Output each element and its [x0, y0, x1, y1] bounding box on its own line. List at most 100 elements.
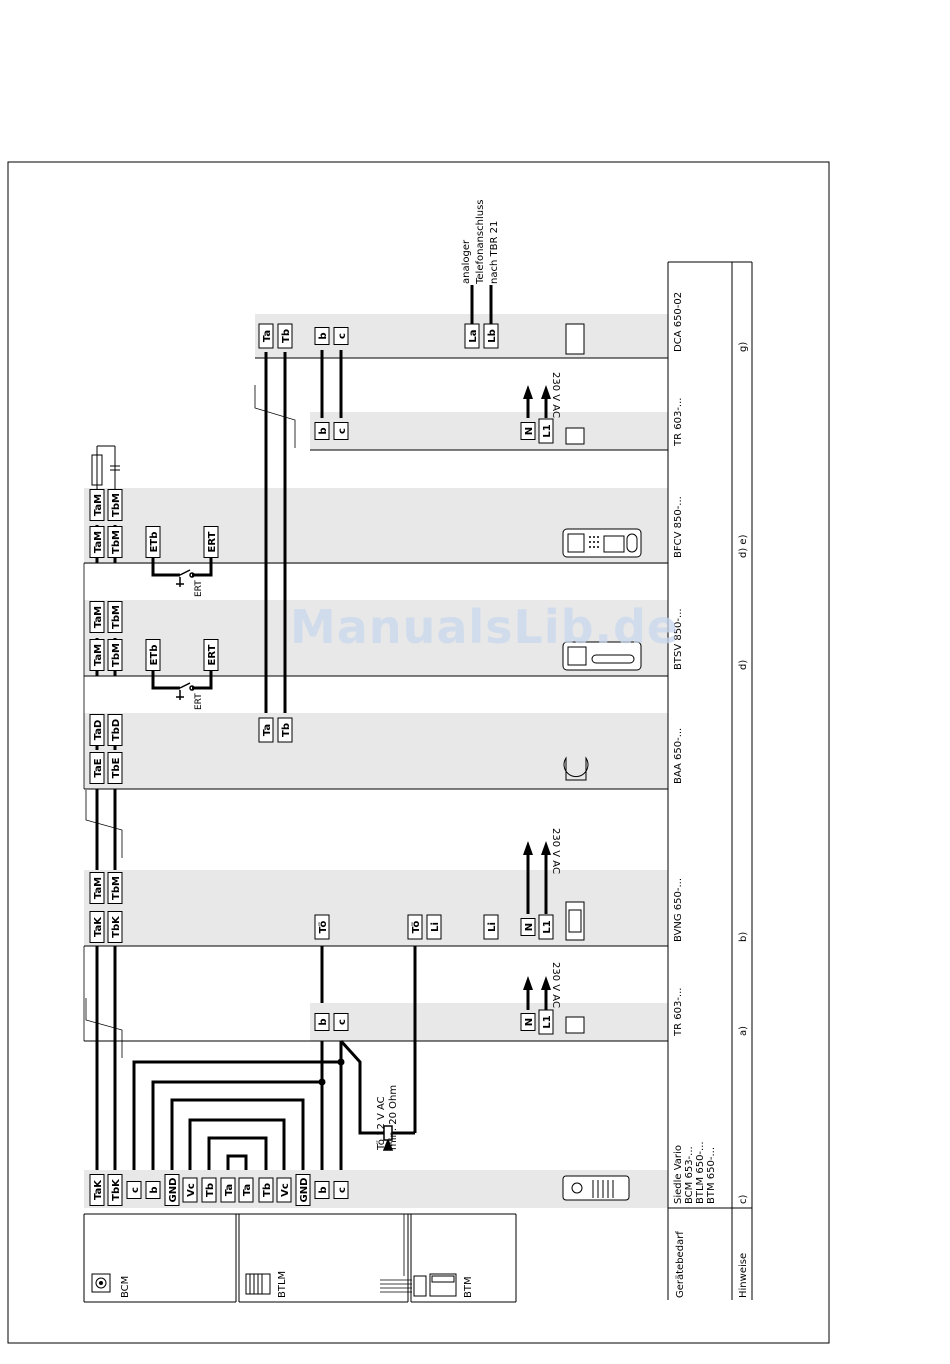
terminal-box [107, 526, 123, 558]
col-c-model-3: BTM 650-... [706, 1147, 717, 1204]
terminal-label: c [337, 333, 348, 339]
power-arrows [523, 385, 551, 990]
terminal-label: TaE [93, 758, 104, 777]
terminal-box [538, 1009, 554, 1035]
terminal-box [258, 717, 274, 743]
bvng-icon [565, 901, 585, 941]
col-c-model-2: BTLM 650-... [695, 1141, 706, 1204]
terminal-box [107, 911, 123, 943]
to-label-1: Tö 12 V AC [376, 1096, 387, 1151]
watermark: ManualsLib.de [290, 600, 680, 654]
terminal-box [89, 601, 105, 633]
terminal-box [89, 872, 105, 904]
phone-label-1: analoger [461, 239, 472, 284]
terminal-box [520, 918, 536, 936]
transformer-icon-1 [565, 1016, 585, 1034]
terminal-label: L1 [542, 424, 553, 437]
legend-bcm-label: BCM [120, 1276, 131, 1298]
terminal-label: TaK [93, 916, 104, 937]
baa-icon [563, 756, 589, 781]
bcm-icon [91, 1273, 111, 1293]
terminal-box [182, 1177, 198, 1203]
bracket-lines [83, 385, 296, 1058]
col-btsv-device: BTSV 850-... [673, 608, 684, 670]
terminal-box [538, 418, 554, 444]
terminal-box [407, 914, 423, 940]
terminal-box [89, 1174, 105, 1206]
power-label-1: 230 V AC [550, 962, 561, 1008]
terminal-box [89, 911, 105, 943]
terminal-label: Tb [262, 1183, 273, 1197]
terminal-label: GND [168, 1178, 179, 1203]
terminal-box [220, 1177, 236, 1203]
module-icons [91, 1214, 457, 1297]
legend-btlm-label: BTLM [277, 1271, 288, 1298]
terminal-box [464, 323, 480, 349]
phone-label-3: nach TBR 21 [489, 221, 500, 284]
terminal-box [89, 489, 105, 521]
terminal-label: c [337, 1019, 348, 1025]
terminal-label: TaM [93, 531, 104, 553]
col-c-note: c) [738, 1195, 749, 1204]
terminal-box [314, 1181, 330, 1199]
terminal-box [520, 1013, 536, 1031]
terminal-label: La [468, 329, 479, 342]
power-label-3: 230 V AC [550, 372, 561, 418]
legend-boxes [83, 1213, 517, 1303]
column-separators [84, 261, 753, 1300]
col-c-model-1: BCM 653-... [684, 1146, 695, 1204]
terminal-label: Tö [318, 920, 329, 933]
col-a-note: a) [738, 1026, 749, 1036]
terminal-box [538, 914, 554, 940]
terminal-box [89, 752, 105, 784]
btm-icon [429, 1273, 457, 1297]
terminal-label: TbM [111, 530, 122, 554]
terminal-label: TaD [93, 720, 104, 741]
terminal-label: TbM [111, 876, 122, 900]
terminal-box [203, 639, 219, 671]
terminal-box [314, 914, 330, 940]
terminal-label: Lb [487, 329, 498, 343]
to-label-2: min. 20 Ohm [388, 1085, 399, 1150]
terminal-label: Li [430, 922, 441, 932]
terminal-label: ETb [149, 532, 160, 553]
terminal-label: c [130, 1187, 141, 1193]
frame [7, 161, 830, 1344]
gerate-header: Gerätebedarf [675, 1231, 686, 1298]
terminal-box [277, 323, 293, 349]
terminal-box [145, 639, 161, 671]
transformer-icon-2 [565, 427, 585, 445]
terminal-label: Ta [242, 1184, 253, 1196]
terminal-label: N [524, 1018, 535, 1026]
terminal-box [333, 422, 349, 440]
terminal-label: TaK [93, 1179, 104, 1200]
col-b-device: BVNG 650-... [673, 878, 684, 942]
shaded-bands [84, 314, 668, 1208]
col-bfcv-note: d) e) [738, 534, 749, 558]
terminal-label: b [318, 427, 329, 434]
phone-label-2: Telefonanschluss [475, 199, 486, 285]
col-c-device: Siedle Vario [673, 1145, 684, 1204]
terminal-box [333, 1013, 349, 1031]
device-icons [562, 323, 642, 1201]
terminal-label: Li [487, 922, 498, 932]
termination-rc [91, 445, 120, 490]
ert-switch-1 [176, 682, 195, 700]
col-dca-note: g) [738, 342, 749, 352]
terminal-label: ERT [207, 644, 218, 665]
terminal-label: TbK [111, 915, 122, 938]
terminal-box [107, 489, 123, 521]
terminal-box [107, 1174, 123, 1206]
ert-label-2: ERT [194, 580, 204, 597]
terminal-label: TbD [111, 719, 122, 741]
terminal-box [314, 327, 330, 345]
col-bfcv-device: BFCV 850-... [673, 496, 684, 558]
ert-label-1: ERT [194, 693, 204, 710]
terminal-box [277, 717, 293, 743]
col-a-device: TR 603-... [673, 988, 684, 1037]
terminal-label: b [149, 1186, 160, 1193]
terminal-box [107, 872, 123, 904]
terminal-box [203, 526, 219, 558]
to-resistor [382, 1125, 394, 1151]
